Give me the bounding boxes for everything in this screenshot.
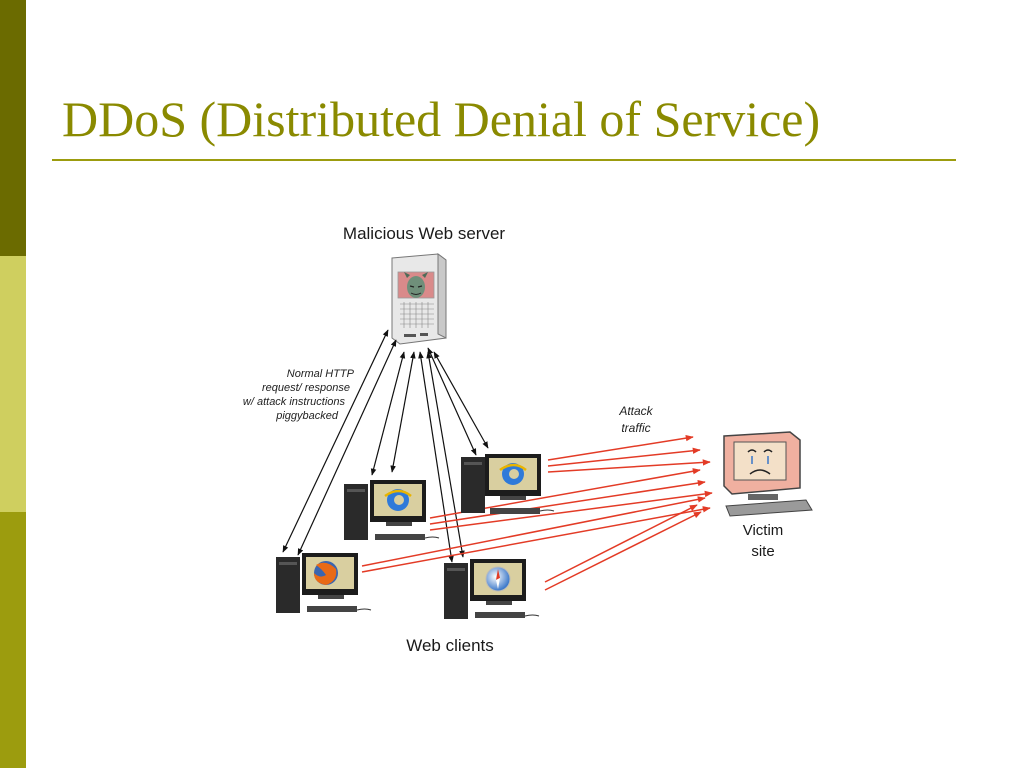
victim-computer <box>723 431 813 517</box>
attack-arrow <box>361 506 711 573</box>
internet-explorer-icon <box>384 489 412 511</box>
http-label-line: Normal HTTP <box>287 368 355 380</box>
http-label-line: piggybacked <box>275 410 339 422</box>
victim-label-line: Victim <box>743 522 784 539</box>
sidebar-band-dark <box>0 0 26 256</box>
attack-arrow <box>547 447 701 467</box>
sidebar-band-light <box>0 256 26 512</box>
server-label: Malicious Web server <box>343 224 506 243</box>
web-client-safari <box>444 559 540 619</box>
http-label-line: w/ attack instructions <box>243 396 346 408</box>
web-client-ie-top <box>461 454 555 514</box>
http-arrow <box>427 347 477 456</box>
web-client-ie-left <box>344 480 440 540</box>
attack-arrow <box>544 504 698 583</box>
http-arrow <box>370 351 406 476</box>
attack-traffic-arrows <box>361 434 713 591</box>
http-arrows <box>282 329 489 563</box>
sidebar-band-mid <box>0 512 26 768</box>
safari-icon <box>485 566 511 592</box>
attack-arrow <box>361 496 706 567</box>
slide-title: DDoS (Distributed Denial of Service) <box>62 91 821 147</box>
sidebar-stripe <box>0 0 26 768</box>
title-underline <box>52 159 956 161</box>
victim-label-line: site <box>751 543 774 560</box>
devil-face-icon <box>404 272 428 298</box>
attack-label-line: Attack <box>618 404 653 418</box>
attack-arrow <box>547 434 694 461</box>
attack-arrow <box>544 511 702 591</box>
http-label: Normal HTTP request/ response w/ attack … <box>243 368 355 422</box>
http-label-line: request/ response <box>262 382 350 394</box>
http-arrow <box>390 351 416 473</box>
attack-arrow <box>429 479 706 525</box>
web-client-firefox <box>276 553 372 613</box>
attack-arrow <box>429 490 713 531</box>
sad-face-icon <box>747 449 773 475</box>
internet-explorer-icon <box>499 463 527 485</box>
attack-label-line: traffic <box>621 421 650 435</box>
ddos-diagram: Malicious Web server Normal HTTP reque <box>243 224 813 655</box>
malicious-server <box>391 253 447 345</box>
attack-arrow <box>547 459 711 473</box>
web-clients-label: Web clients <box>406 636 494 655</box>
firefox-icon <box>314 561 338 585</box>
http-arrow <box>418 351 454 563</box>
